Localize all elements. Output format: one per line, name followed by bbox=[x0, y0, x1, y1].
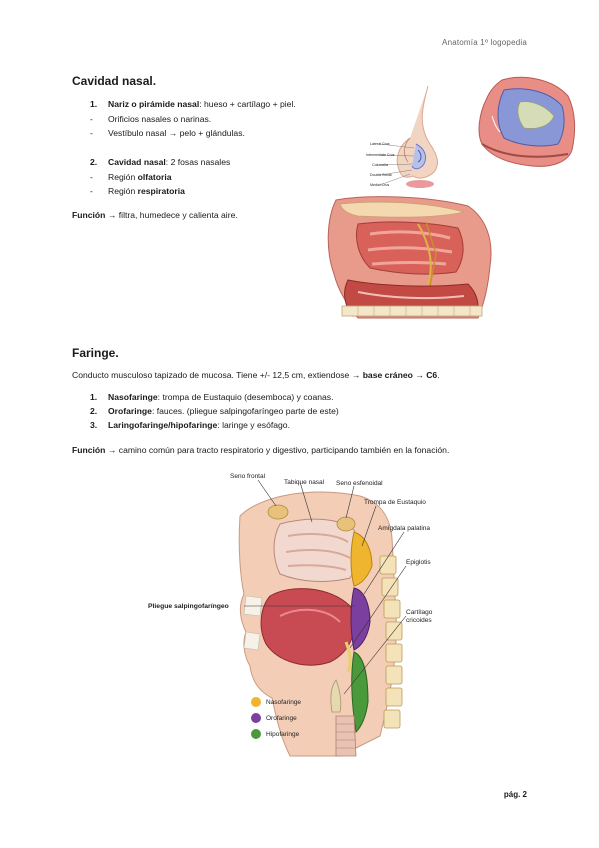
nose-label: Lateral Crus bbox=[370, 142, 390, 146]
nose-label: Double Break bbox=[370, 173, 392, 177]
list-item-nasofaringe: 1.Nasofaringe: trompa de Eustaquio (dese… bbox=[90, 392, 334, 402]
faringe-intro: Conducto musculoso tapizado de mucosa. T… bbox=[72, 370, 440, 380]
diagram-label-pliegue: Pliegue salpingofaríngeo bbox=[148, 603, 229, 610]
list-item-nariz: 1.Nariz o pirámide nasal: hueso + cartíl… bbox=[90, 99, 296, 109]
section-title-nasal: Cavidad nasal. bbox=[72, 74, 157, 88]
legend-swatch-nasofaringe bbox=[251, 697, 261, 707]
page-number: pág. 2 bbox=[503, 790, 527, 799]
faringe-function: Función → camino común para tracto respi… bbox=[72, 445, 450, 455]
nose-illustration: Lateral Crus Intermediate Crus Columella… bbox=[358, 86, 468, 196]
page-header: Anatomía 1º logopedia bbox=[442, 38, 527, 47]
nose-label: Medial Crus bbox=[370, 183, 389, 187]
nasal-function: Función → filtra, humedece y calienta ai… bbox=[72, 210, 238, 220]
list-item-laringofaringe: 3.Laringofaringe/hipofaringe: laringe y … bbox=[90, 420, 290, 430]
diagram-label-cricoides: cricoides bbox=[406, 617, 432, 624]
pharynx-diagram: Seno frontal Tabique nasal Seno esfenoid… bbox=[140, 466, 460, 758]
list-item-olfatoria: -Región olfatoria bbox=[90, 172, 172, 182]
legend-label: Nasofaringe bbox=[266, 699, 301, 706]
diagram-label-seno-frontal: Seno frontal bbox=[230, 473, 266, 480]
diagram-label-seno-esfenoidal: Seno esfenoidal bbox=[336, 480, 383, 487]
legend-label: Orofaringe bbox=[266, 715, 297, 722]
section-title-faringe: Faringe. bbox=[72, 346, 119, 360]
nasal-wall-illustration bbox=[478, 76, 576, 167]
list-item-respiratoria: -Región respiratoria bbox=[90, 186, 185, 196]
nose-label: Intermediate Crus bbox=[366, 153, 395, 157]
diagram-label-epiglotis: Epiglotis bbox=[406, 559, 431, 566]
nose-label: Columella bbox=[372, 163, 388, 167]
legend-swatch-orofaringe bbox=[251, 713, 261, 723]
list-item-orofaringe: 2.Orofaringe: fauces. (pliegue salpingof… bbox=[90, 406, 339, 416]
diagram-label-cartilago: Cartílago bbox=[406, 609, 433, 616]
diagram-label-trompa: Trompa de Eustaquio bbox=[364, 499, 426, 506]
diagram-label-amigdala: Amígdala palatina bbox=[378, 525, 430, 532]
diagram-legend: Nasofaringe Orofaringe Hipofaringe bbox=[251, 697, 301, 739]
legend-label: Hipofaringe bbox=[266, 731, 300, 738]
nasal-sagittal-illustration bbox=[327, 196, 492, 319]
list-item-vestibulo: -Vestíbulo nasal → pelo + glándulas. bbox=[90, 128, 245, 138]
diagram-label-tabique: Tabique nasal bbox=[284, 479, 325, 486]
list-item-cavidad: 2.Cavidad nasal: 2 fosas nasales bbox=[90, 157, 231, 167]
list-item-orificios: -Orificios nasales o narinas. bbox=[90, 114, 212, 124]
legend-swatch-hipofaringe bbox=[251, 729, 261, 739]
